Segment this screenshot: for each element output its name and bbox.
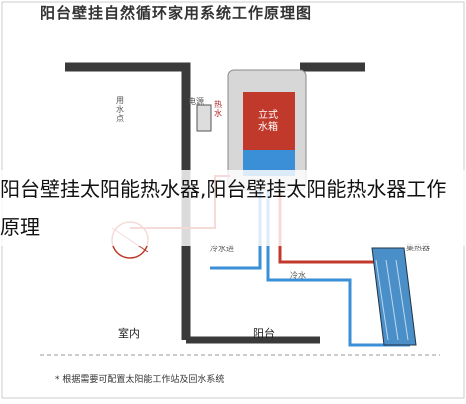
hot-water-mark: 热水 <box>214 100 222 118</box>
collector-label: 集热器 <box>406 243 430 252</box>
overlay-caption: 阳台壁挂太阳能热水器,阳台壁挂太阳能热水器工作原理 <box>0 170 466 246</box>
electric-box <box>196 104 212 132</box>
balcony-label: 阳台 <box>253 327 275 340</box>
collector-line-3 <box>395 259 409 341</box>
electric-box-label: 电源 <box>188 97 204 106</box>
collector-panel <box>371 247 417 346</box>
footer-note: * 根据需要可配置太阳能工作站及回水系统 <box>55 375 225 385</box>
diagram-title: 阳台壁挂自然循环家用系统工作原理图 <box>40 4 313 22</box>
cold-loop-pipe <box>266 190 410 347</box>
indoor-label: 室内 <box>118 327 140 340</box>
collector-line-2 <box>385 259 399 341</box>
collector-line-1 <box>375 259 389 341</box>
use-point-label: 用水点 <box>116 96 124 123</box>
cold-water-in-label: 冷水进 <box>210 244 234 253</box>
indoor-wall <box>65 62 191 340</box>
cold-water-label: 冷水 <box>290 271 306 280</box>
tank-label: 立式水箱 <box>258 110 278 133</box>
